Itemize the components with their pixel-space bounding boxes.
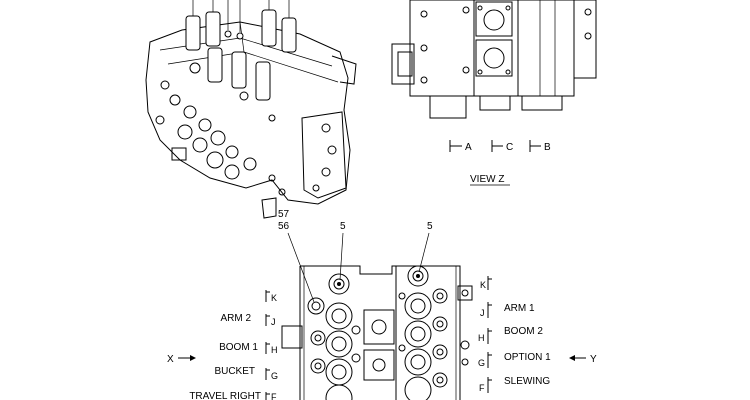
- left-letter-f: F: [271, 392, 277, 400]
- view-z-marker-c: C: [491, 140, 513, 153]
- callout-5-right-label: 5: [427, 221, 433, 232]
- marker-b-label: B: [544, 142, 551, 153]
- left-name-bucket: BUCKET: [214, 366, 255, 377]
- left-section-j: ARM 2 J: [220, 313, 275, 327]
- left-section-h: BOOM 1 H: [219, 342, 278, 355]
- right-section-g: G OPTION 1: [478, 352, 551, 368]
- front-view-drawing: [281, 265, 473, 400]
- callout-5-left-label: 5: [340, 221, 346, 232]
- callout-57: 57: [278, 209, 290, 220]
- right-section-f: F SLEWING: [479, 376, 550, 393]
- left-section-k: K: [265, 290, 277, 303]
- right-letter-h: H: [478, 333, 485, 343]
- direction-x: X: [167, 354, 196, 365]
- right-name-boom-2: BOOM 2: [504, 326, 543, 337]
- view-z-marker-a: A: [449, 140, 472, 153]
- right-letter-j: J: [480, 308, 485, 318]
- callout-57-56: 57 56: [278, 209, 315, 303]
- left-letter-j: J: [271, 317, 276, 327]
- left-name-arm-2: ARM 2: [220, 313, 251, 324]
- left-name-boom-1: BOOM 1: [219, 342, 258, 353]
- right-letter-g: G: [478, 358, 485, 368]
- isometric-valve-view: [145, 0, 357, 219]
- direction-y-label: Y: [590, 354, 597, 365]
- left-letter-h: H: [271, 345, 278, 355]
- view-z-title: VIEW Z: [470, 174, 504, 185]
- callout-5-right: 5: [418, 221, 433, 273]
- view-z-marker-b: B: [529, 140, 551, 153]
- right-name-slewing: SLEWING: [504, 376, 550, 387]
- right-name-option-1: OPTION 1: [504, 352, 551, 363]
- left-section-f: TRAVEL RIGHT F: [189, 391, 277, 400]
- direction-x-label: X: [167, 354, 174, 365]
- marker-a-label: A: [465, 142, 472, 153]
- right-section-h: H BOOM 2: [478, 326, 543, 344]
- left-letter-g: G: [271, 371, 278, 381]
- right-section-j: J ARM 1: [480, 302, 535, 318]
- right-letter-f: F: [479, 383, 485, 393]
- left-section-g: BUCKET G: [214, 366, 278, 381]
- right-letter-k: K: [480, 280, 486, 290]
- right-name-arm-1: ARM 1: [504, 303, 535, 314]
- left-name-travel-right: TRAVEL RIGHT: [189, 391, 261, 400]
- direction-y: Y: [569, 354, 597, 365]
- right-section-k: K: [480, 276, 492, 290]
- view-z-drawing: [391, 0, 597, 119]
- marker-c-label: C: [506, 142, 513, 153]
- callout-5-left: 5: [339, 221, 346, 281]
- callout-56: 56: [278, 221, 290, 232]
- left-letter-k: K: [271, 293, 277, 303]
